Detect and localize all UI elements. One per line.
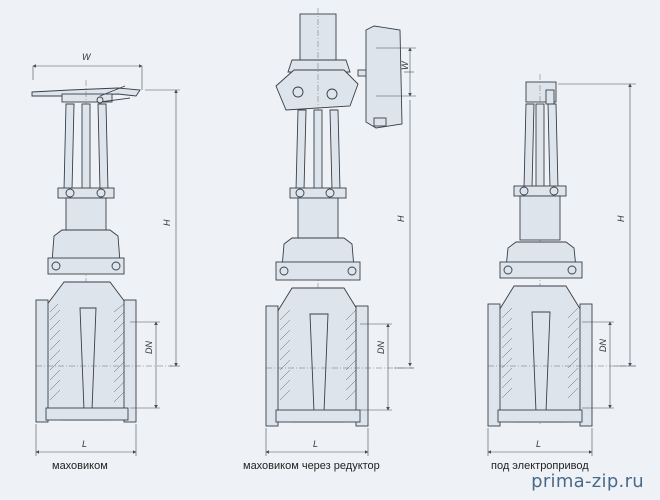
- dimension-dn-label: DN: [598, 339, 608, 352]
- caption-gearbox: маховиком через редуктор: [243, 460, 380, 472]
- caption-handwheel: маховиком: [52, 460, 108, 472]
- valve-actuator-drawing: DN H L: [487, 74, 636, 456]
- dimension-l-label: L: [82, 439, 87, 449]
- dimension-h-label: H: [616, 215, 626, 222]
- dimension-h-label: H: [396, 215, 406, 222]
- dimension-w-label: W: [400, 60, 410, 70]
- dimension-h-label: H: [162, 219, 172, 226]
- watermark: prima-zip.ru: [531, 471, 644, 492]
- dimension-w-label: W: [82, 52, 92, 62]
- dimension-dn-label: DN: [144, 341, 154, 354]
- dimension-l-label: L: [313, 439, 318, 449]
- valve-handwheel-drawing: W DN: [31, 52, 180, 456]
- caption-actuator: под электропривод: [491, 460, 589, 472]
- dimension-l-label: L: [536, 439, 541, 449]
- valve-gearbox-drawing: W DN H L: [265, 8, 416, 456]
- dimension-dn-label: DN: [376, 341, 386, 354]
